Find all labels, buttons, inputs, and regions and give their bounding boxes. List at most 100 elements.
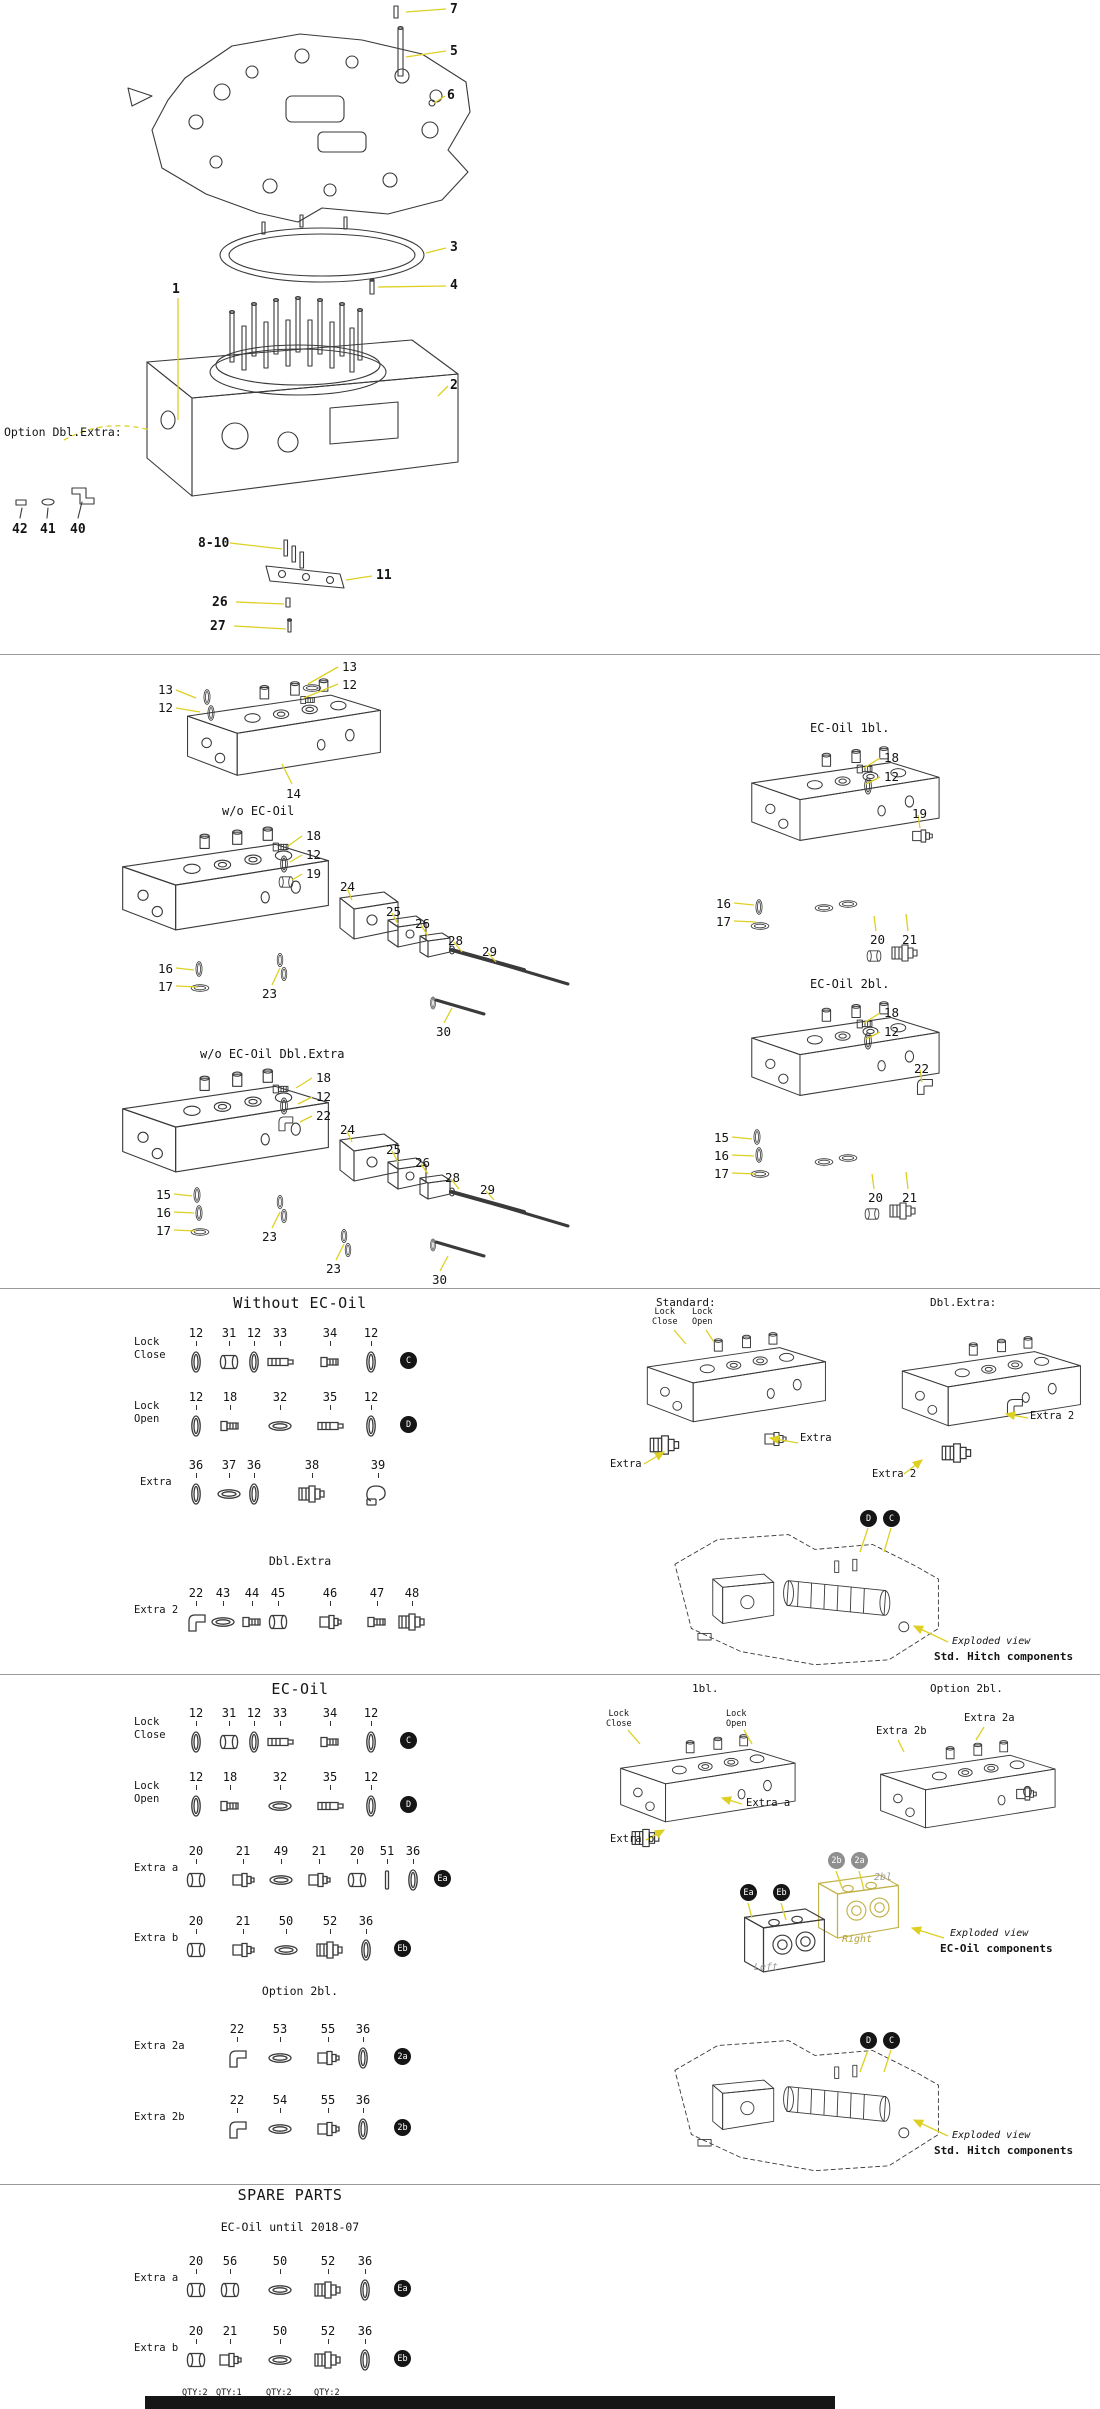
part-number: 36: [357, 2254, 373, 2268]
leader-line: [865, 1031, 881, 1040]
ref-badge-ea: Ea: [740, 1884, 757, 1901]
oring-icon: [181, 1727, 211, 1757]
label-line: Lock: [608, 1709, 630, 1719]
part-item: 55: [310, 2093, 346, 2144]
part-callout: 26: [415, 1155, 431, 1170]
part-callout: 28: [448, 933, 464, 948]
callout-tick: [329, 1929, 331, 1934]
oring-icon: [350, 2275, 380, 2305]
callout-tick: [229, 2339, 231, 2344]
row-label-line: Open: [134, 1412, 160, 1425]
row-label-line: Extra 2a: [134, 2040, 185, 2052]
bushing-icon: [181, 2275, 211, 2305]
dbl-extra2-bottom-label: Extra 2: [872, 1468, 917, 1480]
part-item: 12: [353, 1706, 389, 1757]
part-callout: 15: [714, 1130, 730, 1145]
label-line: Lock: [726, 1709, 747, 1719]
part-item: 36: [348, 1914, 384, 1965]
part-item: 21: [212, 2324, 248, 2375]
part-number: 35: [322, 1390, 338, 1404]
seal-icon: [265, 2275, 295, 2305]
part-item: 20: [178, 2254, 214, 2305]
part-item: 56: [212, 2254, 248, 2305]
part-number: 37: [221, 1458, 237, 1472]
callout-tick: [370, 1405, 372, 1410]
part-item: 32: [262, 1390, 298, 1441]
part-callout: 17: [158, 979, 174, 994]
oring-icon: [398, 1865, 428, 1895]
bushing-icon: [181, 2345, 211, 2375]
leader-line: [271, 1211, 281, 1229]
part-item: 12: [353, 1770, 389, 1821]
part-number: 34: [322, 1326, 338, 1340]
part-number: 36: [357, 2324, 373, 2338]
oring-icon: [350, 2345, 380, 2375]
label-line: Open: [692, 1316, 713, 1327]
label-line: Lock: [654, 1307, 676, 1317]
part-number: 44: [244, 1586, 260, 1600]
callout-tick: [277, 1601, 279, 1606]
part-item: 45: [260, 1586, 296, 1637]
seal-icon: [265, 1411, 295, 1441]
part-callout: 17: [156, 1223, 172, 1238]
ref-badge: 2b: [394, 2119, 411, 2136]
ref-badge: Eb: [394, 2350, 411, 2367]
spare-parts-subtitle: EC-Oil until 2018-07: [220, 2220, 360, 2234]
part-item: 35: [312, 1390, 348, 1441]
part-item: 20: [178, 1844, 214, 1895]
part-item: 12: [178, 1770, 214, 1821]
callout-tick: [242, 1929, 244, 1934]
row-label-line: Close: [134, 1728, 166, 1741]
leader-line: [235, 601, 285, 605]
part-callout: 20: [870, 932, 886, 947]
leader-line: [271, 967, 281, 986]
std-extra-right-label: Extra: [800, 1432, 832, 1444]
part-number: 12: [363, 1706, 379, 1720]
callout-tick: [229, 1405, 231, 1410]
part-item: 47: [359, 1586, 395, 1637]
part-number: 18: [222, 1770, 238, 1784]
oring-icon: [181, 1411, 211, 1441]
bottom-parts-drawing: [265, 539, 345, 633]
part-number: 31: [221, 1326, 237, 1340]
part-number: 20: [188, 1914, 204, 1928]
leader-line: [405, 8, 447, 13]
part-item: 36: [395, 1844, 431, 1895]
ecoil-2bl-title: EC-Oil 2bl.: [810, 977, 890, 991]
leader-line: [731, 1172, 757, 1175]
part-number: 22: [229, 2022, 245, 2036]
part-item: 54: [262, 2093, 298, 2144]
part-item: 39: [360, 1458, 396, 1509]
row-label-line: Open: [134, 1792, 160, 1805]
part-callout: 29: [482, 944, 498, 959]
row-label-line: Extra b: [134, 2342, 179, 2354]
ec-lock-open-label: Lock Open: [726, 1709, 747, 1730]
part-item: 33: [262, 1706, 298, 1757]
std-hitch-caption: Std. Hitch components: [934, 2144, 1074, 2157]
housing-drawing: [146, 295, 459, 497]
couplerlg-icon: [315, 1935, 345, 1965]
part-number: 36: [358, 1914, 374, 1928]
part-item: 50: [262, 2324, 298, 2375]
part-number: 50: [278, 1914, 294, 1928]
dbl-extra2-right-label: Extra 2: [1030, 1410, 1075, 1422]
part-number: 12: [188, 1770, 204, 1784]
part-number: 52: [322, 1914, 338, 1928]
coupler-icon: [228, 1935, 258, 1965]
callout-tick: [327, 2037, 329, 2042]
std-lock-open-label: Lock Open: [692, 1307, 713, 1328]
part-item: 49: [263, 1844, 299, 1895]
plug-icon: [215, 1411, 245, 1441]
plug-icon: [362, 1607, 392, 1637]
callout-tick: [228, 1341, 230, 1346]
leader-line: [346, 1130, 353, 1143]
option-dbl-extra-label: Option Dbl.Extra:: [4, 425, 122, 439]
part-item: 18: [212, 1770, 248, 1821]
row-label: Extra 2a: [134, 2040, 185, 2053]
part-callout: 17: [716, 914, 732, 929]
leader-line: [405, 50, 447, 58]
part-callout: 18: [316, 1070, 332, 1085]
callout-tick: [386, 1859, 388, 1864]
